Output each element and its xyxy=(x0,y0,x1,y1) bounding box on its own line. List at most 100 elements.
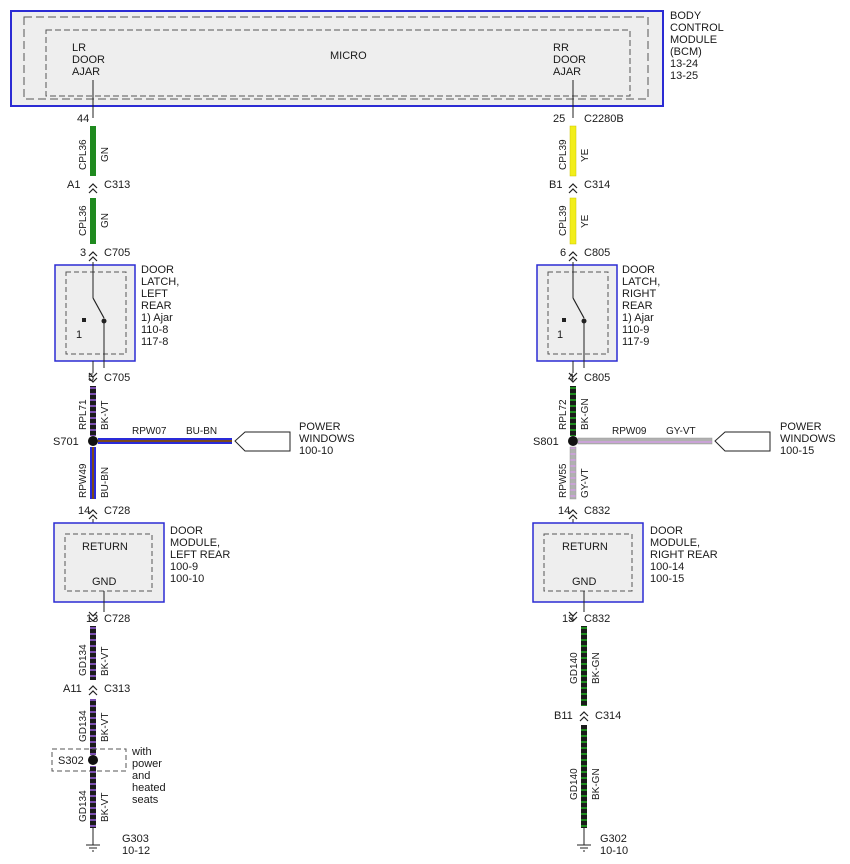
right-c314-connector-icon xyxy=(568,183,578,189)
right-wire-rpl72 xyxy=(570,386,576,436)
right-gnd-label: GND xyxy=(572,576,597,588)
svg-text:DOOR: DOOR xyxy=(650,525,683,537)
svg-text:100-15: 100-15 xyxy=(780,445,814,457)
bcm-title: BODY CONTROL MODULE (BCM) 13-24 13-25 xyxy=(670,10,724,82)
right-c805-top-connector-icon xyxy=(568,251,578,257)
svg-text:RR: RR xyxy=(553,42,569,54)
ground-g302-ref: 10-10 xyxy=(600,845,628,857)
right-wire4-color: GY-VT xyxy=(580,468,591,498)
ground-g303-ref: 10-12 xyxy=(122,845,150,857)
right-c832-bottom-label: C832 xyxy=(584,613,610,625)
right-power-windows-label: POWER WINDOWS 100-15 xyxy=(780,421,836,457)
svg-text:117-8: 117-8 xyxy=(141,336,168,348)
splice-s801-label: S801 xyxy=(533,436,559,448)
door-latch-left-rear: 1 xyxy=(54,262,136,368)
left-c705-top-label: C705 xyxy=(104,247,130,259)
svg-text:POWER: POWER xyxy=(780,421,822,433)
left-bcm-pin: 44 xyxy=(77,113,89,125)
s302-note: with power and heated seats xyxy=(131,746,166,806)
left-c728-top-pin: 14 xyxy=(78,505,90,517)
left-wire2-circuit: CPL36 xyxy=(78,205,89,236)
latch-pin-label: 1 xyxy=(557,329,563,341)
left-wire-gd134-2 xyxy=(90,699,96,755)
door-latch-right-rear: 1 xyxy=(536,262,618,368)
svg-text:13-25: 13-25 xyxy=(670,70,698,82)
right-wire3-color: BK-GN xyxy=(580,398,591,430)
svg-text:13-24: 13-24 xyxy=(670,58,698,70)
splice-s701-label: S701 xyxy=(53,436,79,448)
left-c728-bottom-connector-icon xyxy=(88,611,98,617)
right-c314-label: C314 xyxy=(584,179,610,191)
svg-text:110-9: 110-9 xyxy=(622,324,649,336)
splice-s701 xyxy=(88,436,98,446)
ground-g303-label: G303 xyxy=(122,833,149,845)
svg-text:100-15: 100-15 xyxy=(650,573,684,585)
door-module-left-title: DOOR MODULE, LEFT REAR 100-9 100-10 xyxy=(170,525,230,585)
svg-text:RIGHT REAR: RIGHT REAR xyxy=(650,549,718,561)
left-c705-bottom-label: C705 xyxy=(104,372,130,384)
right-c805-top-pin: 6 xyxy=(560,247,566,259)
left-wire5-color: BK-VT xyxy=(100,647,111,676)
svg-text:DOOR: DOOR xyxy=(141,264,174,276)
left-c313-label: C313 xyxy=(104,179,130,191)
right-branch-color: GY-VT xyxy=(666,426,696,437)
left-c313b-label: C313 xyxy=(104,683,130,695)
right-c314b-label: C314 xyxy=(595,710,621,722)
right-wire-gd140-1 xyxy=(581,626,587,706)
right-c805-bottom-connector-icon xyxy=(568,372,578,378)
right-c805-bottom-pin: 4 xyxy=(568,372,574,384)
left-c313b-connector-icon xyxy=(88,685,98,691)
splice-s302-label: S302 xyxy=(58,755,84,767)
svg-text:and: and xyxy=(132,770,150,782)
right-c314b-connector-icon xyxy=(579,711,589,717)
right-c805-top-label: C805 xyxy=(584,247,610,259)
right-wire-cpl39-upper xyxy=(569,125,577,177)
left-wire7-circuit: GD134 xyxy=(78,790,89,822)
svg-text:POWER: POWER xyxy=(299,421,341,433)
svg-text:MODULE,: MODULE, xyxy=(170,537,220,549)
left-power-windows-label: POWER WINDOWS 100-10 xyxy=(299,421,355,457)
right-bcm-pin: 25 xyxy=(553,113,565,125)
ground-g302-label: G302 xyxy=(600,833,627,845)
left-c728-bottom-label: C728 xyxy=(104,613,130,625)
left-c705-bottom-pin: 5 xyxy=(88,372,94,384)
right-c832-bottom-pin: 13 xyxy=(562,613,574,625)
svg-text:BODY: BODY xyxy=(670,10,702,22)
svg-text:100-10: 100-10 xyxy=(170,573,204,585)
right-c314-pin: B1 xyxy=(549,179,562,191)
right-wire-gd140-2 xyxy=(581,725,587,828)
latch-pin-label: 1 xyxy=(76,329,82,341)
svg-text:REAR: REAR xyxy=(622,300,653,312)
right-wire-cpl39-lower xyxy=(569,197,577,245)
s302-option-box xyxy=(51,748,127,772)
svg-text:DOOR: DOOR xyxy=(622,264,655,276)
ground-g303-icon xyxy=(86,828,100,852)
svg-text:CONTROL: CONTROL xyxy=(670,22,724,34)
left-wire2-color: GN xyxy=(100,213,111,228)
splice-s302 xyxy=(88,755,98,765)
body-control-module: MICRO LR DOOR AJAR RR DOOR AJAR xyxy=(10,10,664,107)
left-c705-top-pin: 3 xyxy=(80,247,86,259)
right-branch-circuit: RPW09 xyxy=(612,426,647,437)
left-wire-gd134-1 xyxy=(90,626,96,680)
svg-text:LEFT REAR: LEFT REAR xyxy=(170,549,230,561)
left-gnd-label: GND xyxy=(92,576,117,588)
left-c728-top-label: C728 xyxy=(104,505,130,517)
svg-text:100-14: 100-14 xyxy=(650,561,684,573)
left-c313b-pin: A11 xyxy=(63,683,82,695)
left-branch-color: BU-BN xyxy=(186,426,217,437)
right-c832-top-connector-icon xyxy=(568,509,578,515)
svg-text:WINDOWS: WINDOWS xyxy=(299,433,355,445)
svg-text:117-9: 117-9 xyxy=(622,336,649,348)
left-c705-bottom-connector-icon xyxy=(88,372,98,378)
right-wire2-color: YE xyxy=(580,214,591,228)
left-wire-cpl36-lower xyxy=(90,198,96,244)
svg-text:(BCM): (BCM) xyxy=(670,46,702,58)
svg-text:heated: heated xyxy=(132,782,166,794)
right-c314b-pin: B11 xyxy=(554,710,573,722)
right-wire5-color: BK-GN xyxy=(591,652,602,684)
door-module-right-title: DOOR MODULE, RIGHT REAR 100-14 100-15 xyxy=(650,525,718,585)
svg-text:DOOR: DOOR xyxy=(170,525,203,537)
right-bcm-connector: C2280B xyxy=(584,113,624,125)
left-c705-top-connector-icon xyxy=(88,251,98,257)
